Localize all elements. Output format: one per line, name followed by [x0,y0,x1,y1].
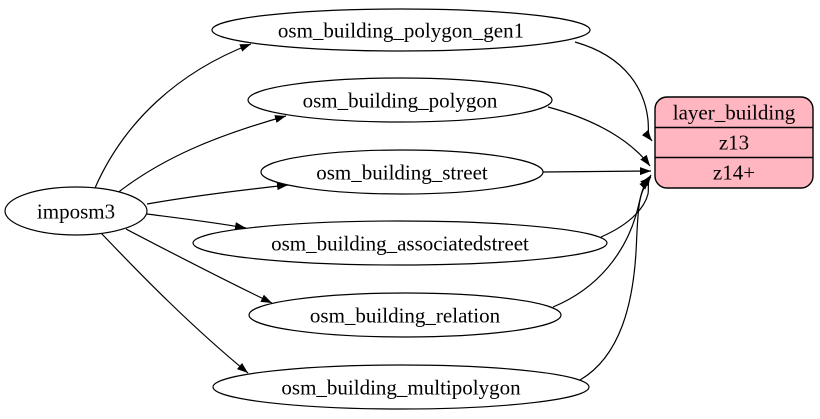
node-layer-building [654,96,814,189]
edge-imposm3-to-osm-building-associatedstreet [146,213,247,231]
label-osm-building-polygon: osm_building_polygon [302,88,498,113]
edge-osm-building-polygon-to-z14 [547,106,651,167]
edge-imposm3-to-osm-building-polygon-gen1 [94,43,252,189]
edge-imposm3-to-osm-building-relation [125,228,273,304]
node-osm-building-relation [248,292,562,338]
node-osm-building-polygon-gen1 [211,8,591,52]
edge-osm-building-associatedstreet-to-z14 [600,174,652,238]
node-imposm3 [4,186,148,236]
edge-imposm3-to-osm-building-street [146,182,289,205]
label-layer-building-row-z14: z14+ [712,160,756,185]
label-osm-building-relation: osm_building_relation [309,303,501,328]
edge-osm-building-street-to-z14 [542,167,652,176]
edge-osm-building-polygon-gen1-to-z13 [574,41,653,142]
node-osm-building-associatedstreet [192,220,608,266]
edge-osm-building-multipolygon-to-z14 [579,178,651,381]
label-layer-building-title: layer_building [672,100,796,125]
label-imposm3: imposm3 [36,199,116,224]
label-osm-building-associatedstreet: osm_building_associatedstreet [271,231,529,256]
label-osm-building-street: osm_building_street [316,160,488,185]
label-osm-building-polygon-gen1: osm_building_polygon_gen1 [277,18,525,43]
edge-imposm3-to-osm-building-polygon [115,115,287,195]
node-osm-building-polygon [247,77,553,123]
node-osm-building-multipolygon [212,364,590,410]
node-osm-building-street [260,149,544,195]
label-layer-building-row-z13: z13 [718,130,750,155]
label-osm-building-multipolygon: osm_building_multipolygon [281,375,521,400]
edge-imposm3-to-osm-building-multipolygon [100,232,249,374]
